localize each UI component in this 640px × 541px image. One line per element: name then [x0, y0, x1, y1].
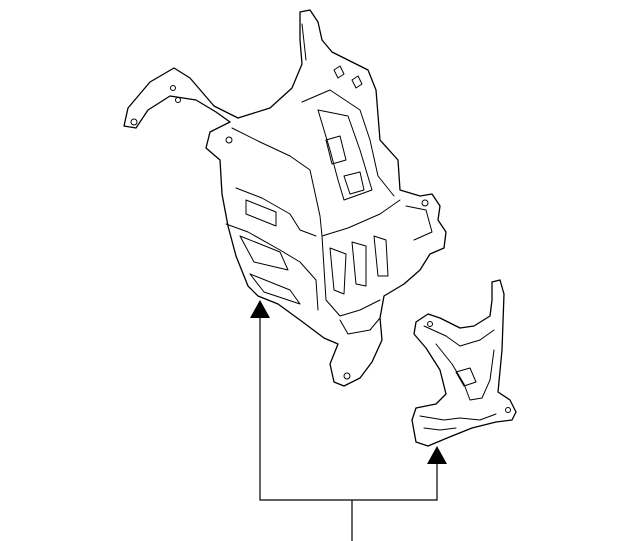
side-bracket — [411, 279, 517, 447]
arrow-up-icon — [427, 446, 447, 464]
leader-line-main — [259, 316, 438, 501]
arrow-up-icon — [250, 300, 270, 318]
leader-lines — [250, 300, 447, 541]
main-bracket — [123, 9, 447, 387]
